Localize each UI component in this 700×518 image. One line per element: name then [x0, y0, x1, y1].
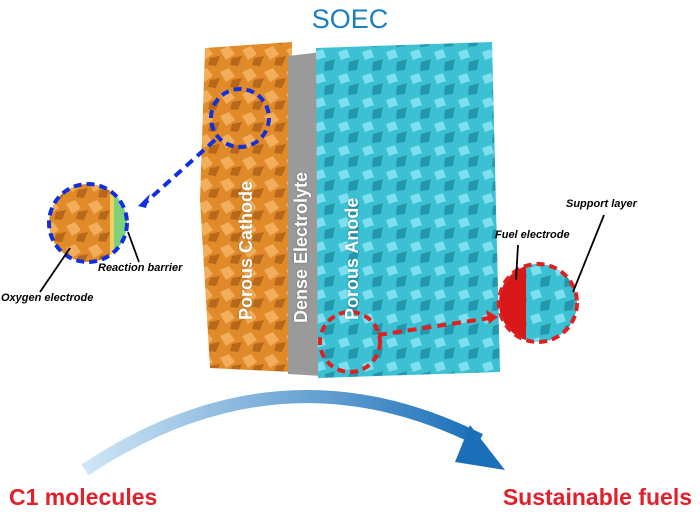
reaction-barrier-pointer	[127, 231, 140, 263]
red-dashed-arrow	[377, 316, 491, 337]
diagram-title: SOEC	[311, 4, 389, 34]
anode-highlight-circle	[318, 310, 382, 374]
arc-arrowhead-icon	[455, 425, 505, 470]
fuel-electrode-pointer	[515, 244, 519, 281]
porous-anode-block	[316, 42, 500, 378]
dense-electrolyte-layer	[288, 52, 322, 376]
cathode-highlight-circle	[209, 87, 271, 149]
support-layer-pointer	[572, 214, 605, 293]
oxygen-electrode-label: Oxygen electrode	[1, 292, 94, 304]
red-arrowhead-icon	[486, 310, 498, 324]
conversion-arc-arrow	[81, 390, 483, 476]
blue-dashed-arrow	[143, 138, 217, 205]
porous-anode-label: Porous Anode	[342, 197, 362, 320]
sustainable-fuels-label: Sustainable fuels	[502, 484, 692, 510]
oxygen-electrode-inset	[49, 184, 127, 262]
reaction-barrier-label: Reaction barrier	[98, 262, 183, 274]
c1-molecules-label: C1 molecules	[9, 484, 158, 510]
fuel-electrode-label: Fuel electrode	[495, 229, 570, 241]
oxygen-electrode-pointer	[39, 247, 71, 293]
support-layer-label: Support layer	[566, 198, 637, 210]
porous-cathode-label: Porous Cathode	[236, 180, 256, 320]
dense-electrolyte-label: Dense Electrolyte	[291, 171, 311, 323]
blue-arrowhead-icon	[138, 194, 150, 208]
